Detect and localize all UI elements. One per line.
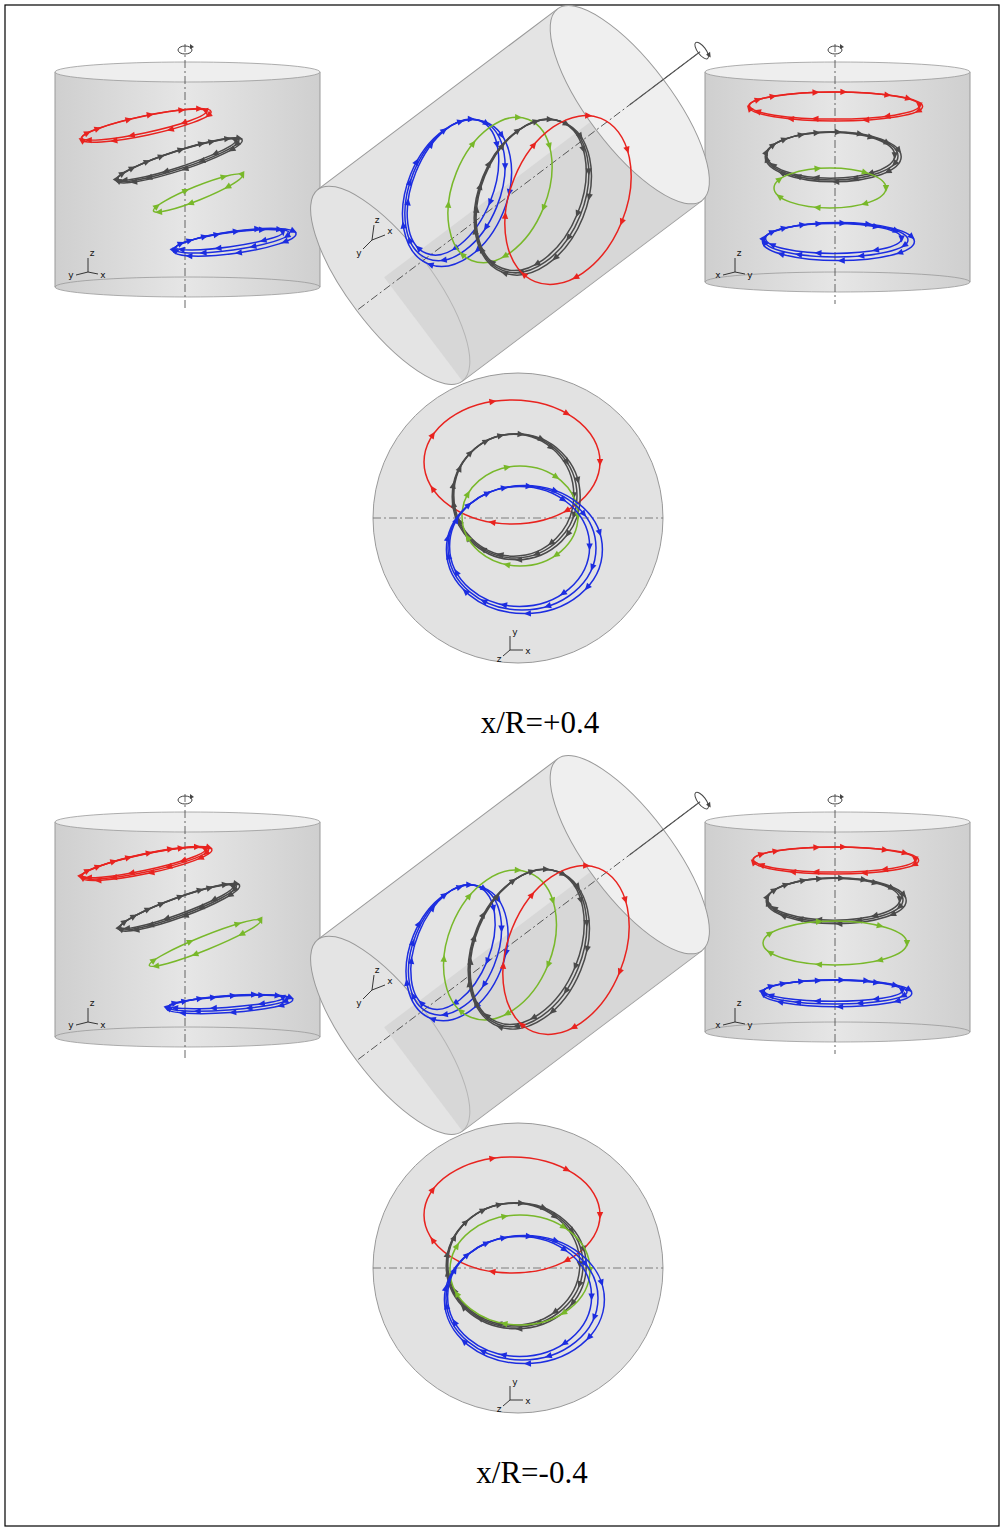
axis-label: y [356, 249, 361, 258]
streamline [383, 866, 530, 1040]
streamline [74, 99, 215, 153]
rotation-symbol [178, 44, 194, 54]
streamline [163, 988, 296, 1020]
axis-label: x [387, 227, 392, 236]
streamline [444, 1200, 588, 1332]
streamline [759, 977, 915, 1010]
streamline [479, 845, 657, 1056]
axis-triad [723, 258, 745, 275]
case-label: x/R=+0.4 [481, 707, 600, 738]
streamline [481, 95, 659, 306]
end-view-disk [373, 1123, 663, 1413]
axis-label: z [497, 655, 502, 664]
axis-label: z [497, 1405, 502, 1414]
rotation-symbol [828, 794, 844, 804]
axis-label: z [737, 249, 742, 258]
streamline [111, 872, 246, 943]
streamline [774, 165, 889, 211]
cylinder [705, 794, 970, 1054]
streamline [450, 431, 583, 563]
streamline [748, 844, 918, 877]
streamline [150, 164, 250, 220]
streamline [442, 847, 615, 1051]
streamline [744, 89, 922, 124]
frame [5, 5, 999, 1526]
axis-triad [723, 1008, 745, 1025]
axis-label: y [747, 271, 752, 280]
streamline [462, 463, 581, 568]
streamline [763, 918, 910, 968]
axis-label: x [100, 271, 105, 280]
streamline [146, 910, 268, 975]
streamline [109, 127, 249, 195]
axis-triad [503, 636, 523, 656]
streamline [450, 1213, 593, 1328]
cylinder [705, 44, 970, 304]
cylinder [284, 701, 778, 1156]
axis-triad [76, 258, 98, 275]
streamline [759, 220, 917, 264]
axis-label: y [512, 628, 517, 637]
streamline [74, 836, 217, 891]
axis-triad [76, 1008, 98, 1025]
axis-label: x [715, 271, 720, 280]
axis-label: y [512, 1378, 517, 1387]
axis-triad [363, 225, 385, 249]
axis-label: z [90, 999, 95, 1008]
axis-label: y [747, 1021, 752, 1030]
cylinder [284, 0, 778, 406]
cylinder [55, 44, 320, 309]
axis-label: x [525, 647, 530, 656]
case-panel [55, 0, 970, 663]
axis-label: x [387, 977, 392, 986]
streamline [168, 220, 301, 266]
axis-label: y [68, 1021, 73, 1030]
case-label: x/R=-0.4 [476, 1457, 587, 1488]
axis-label: z [90, 249, 95, 258]
streamline [444, 483, 604, 617]
end-view-disk [373, 373, 663, 663]
axis-label: z [737, 999, 742, 1008]
streamline [442, 1233, 606, 1367]
rotation-symbol [178, 794, 194, 804]
axis-label: y [356, 999, 361, 1008]
axis-label: x [715, 1021, 720, 1030]
rotation-symbol [828, 44, 844, 54]
axis-label: z [375, 216, 380, 225]
case-panel [55, 701, 970, 1413]
axis-label: z [375, 966, 380, 975]
streamline [763, 875, 909, 927]
axis-triad [503, 1386, 523, 1406]
axis-triad [363, 975, 385, 999]
streamline [422, 851, 581, 1040]
cylinder [55, 794, 320, 1059]
axis-label: y [68, 271, 73, 280]
axis-label: x [525, 1397, 530, 1406]
axis-label: x [100, 1021, 105, 1030]
